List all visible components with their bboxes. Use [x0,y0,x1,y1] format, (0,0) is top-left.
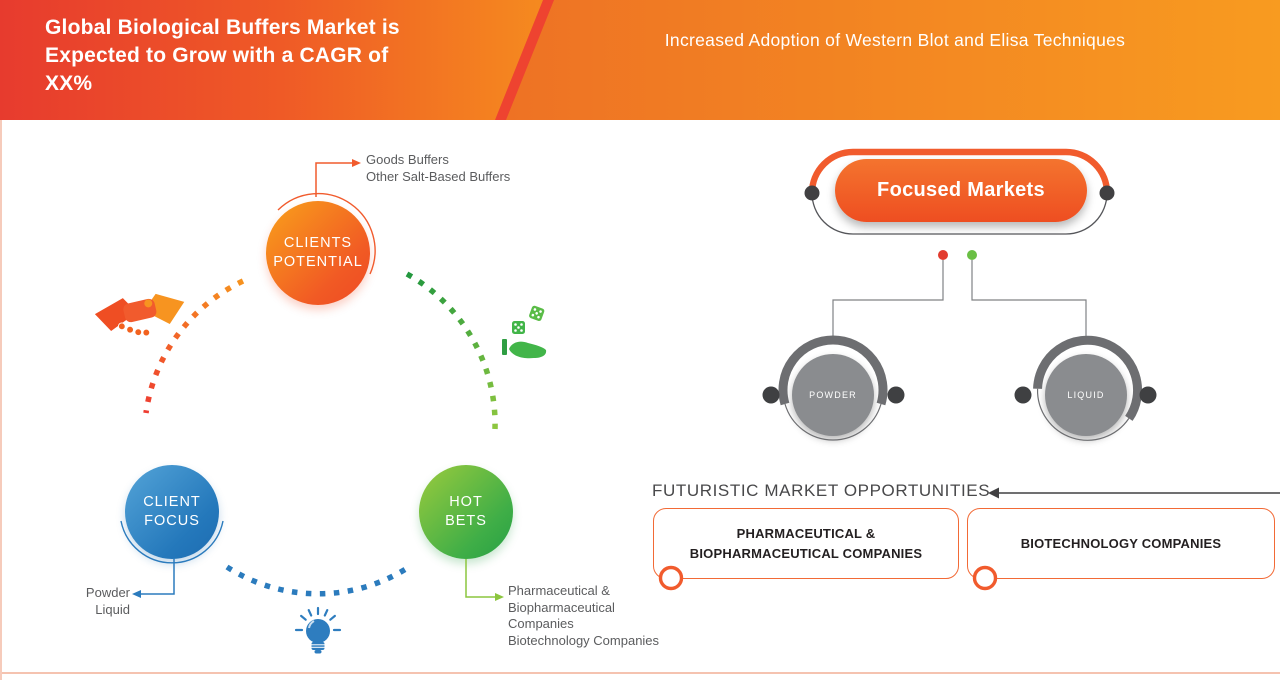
page-title: Global Biological Buffers Market is Expe… [45,16,400,95]
circle-liquid: LIQUID [1045,354,1127,436]
circle-hot-bets: HOT BETS [419,465,513,559]
arrowhead-right-icon [495,593,504,601]
opportunity-box-biotech: BIOTECHNOLOGY COMPANIES [967,508,1275,579]
lightbulb-icon [294,606,342,654]
opportunity-box-pharma: PHARMACEUTICAL & BIOPHARMACEUTICAL COMPA… [653,508,959,579]
green-branch-dot [967,250,977,260]
header-subtitle: Increased Adoption of Western Blot and E… [664,30,1126,50]
bottom-frame-line [0,672,1280,674]
connector-powder [832,260,944,342]
callout-clients-potential: Goods Buffers Other Salt-Based Buffers [366,152,511,184]
dotted-arc-orange [143,278,245,414]
connector-client-focus [132,558,175,598]
circle-powder: POWDER [792,354,874,436]
callout-client-focus: Powder Liquid [85,585,130,617]
dotted-arc-green [405,271,498,430]
focused-markets-pill: Focused Markets [835,159,1087,222]
connector-clients-potential [315,159,361,197]
pill-right-dot [1099,185,1115,201]
dice-hand-icon [502,305,547,359]
pill-left-dot [804,185,820,201]
left-frame-line [0,120,2,680]
arrowhead-left-icon [132,590,141,598]
opportunities-heading: FUTURISTIC MARKET OPPORTUNITIES [652,481,991,500]
arrowhead-right-icon [352,159,361,167]
circle-client-focus: CLIENT FOCUS [125,465,219,559]
circle-clients-potential: CLIENTS POTENTIAL [266,201,370,305]
connector-liquid [971,260,1087,342]
red-branch-dot [938,250,948,260]
opportunities-arrow [988,487,1280,499]
header-diagonal-decoration [495,0,1280,120]
handshake-icon [94,293,185,337]
callout-hot-bets: Pharmaceutical & Biopharmaceutical Compa… [508,583,660,648]
connector-hot-bets [465,559,504,601]
dotted-arc-blue [225,564,411,597]
header-banner: Global Biological Buffers Market is Expe… [0,0,1280,120]
